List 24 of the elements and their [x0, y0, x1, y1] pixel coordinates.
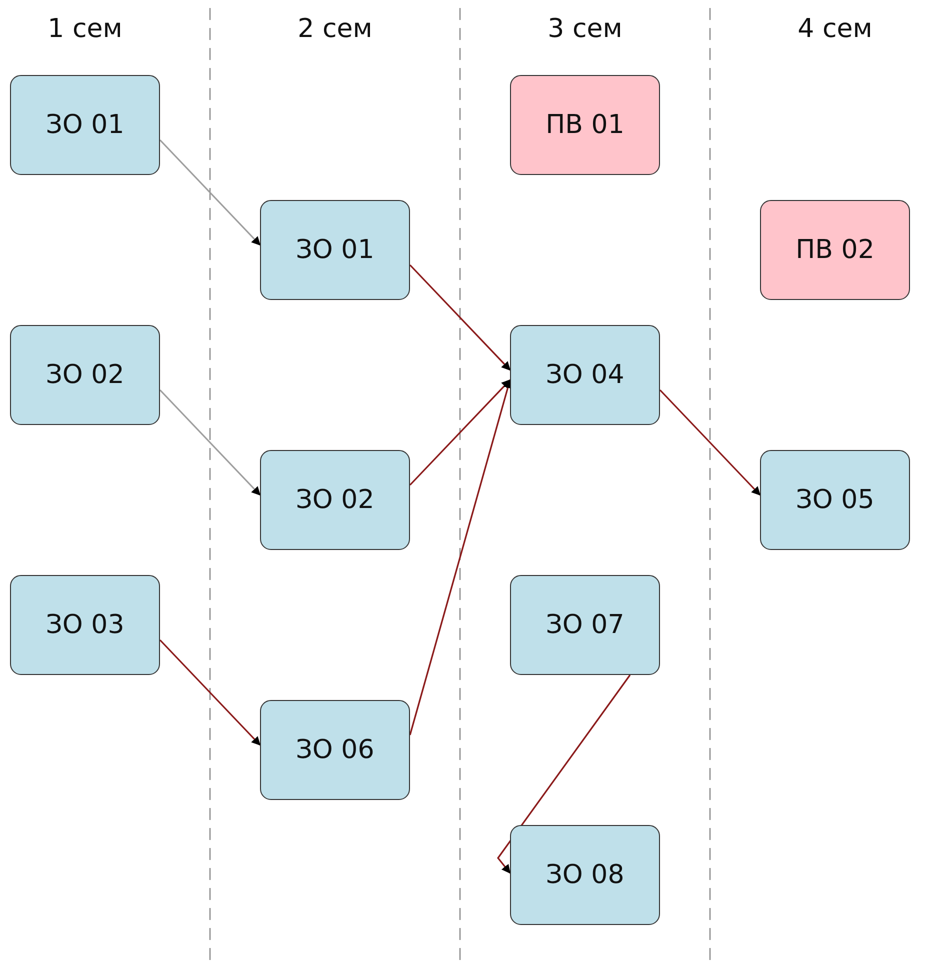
arrow — [409, 379, 512, 736]
arrow — [659, 389, 761, 496]
column-header: 2 сем — [296, 14, 374, 44]
course-box: ПВ 01 — [510, 75, 660, 175]
arrow — [497, 674, 631, 874]
course-box: ЗО 08 — [510, 825, 660, 925]
arrow — [409, 379, 511, 486]
arrow — [159, 639, 261, 746]
course-box: ЗО 01 — [260, 200, 410, 300]
arrow — [159, 139, 261, 246]
course-box: ЗО 07 — [510, 575, 660, 675]
course-box: ЗО 05 — [760, 450, 910, 550]
course-box: ЗО 02 — [10, 325, 160, 425]
course-box: ЗО 01 — [10, 75, 160, 175]
column-header: 3 сем — [546, 14, 624, 44]
course-box: ЗО 02 — [260, 450, 410, 550]
course-box: ЗО 04 — [510, 325, 660, 425]
course-box: ЗО 06 — [260, 700, 410, 800]
course-box: ЗО 03 — [10, 575, 160, 675]
column-header: 1 сем — [46, 14, 124, 44]
arrow — [409, 264, 511, 371]
course-box: ПВ 02 — [760, 200, 910, 300]
column-header: 4 сем — [796, 14, 874, 44]
arrow — [159, 389, 261, 496]
